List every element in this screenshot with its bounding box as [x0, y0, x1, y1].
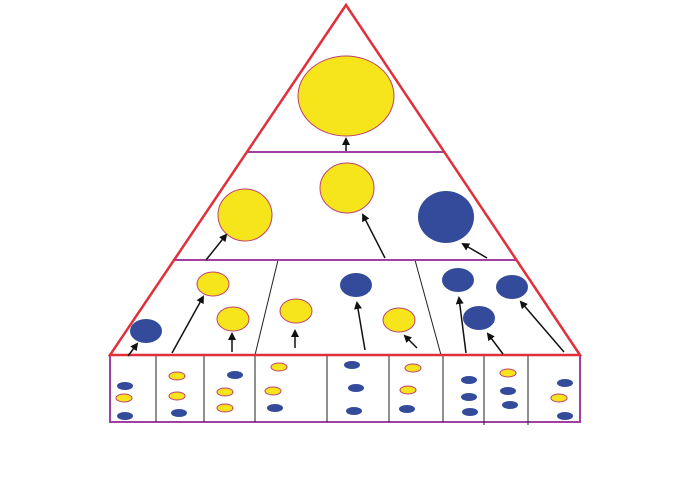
node-yellow — [264, 386, 282, 396]
node-blue — [557, 379, 573, 387]
node-blue — [346, 407, 362, 415]
node-blue — [418, 191, 474, 243]
node-blue — [117, 382, 133, 390]
base-column-dividers — [155, 355, 529, 425]
node-yellow — [216, 403, 234, 413]
arrow — [403, 334, 418, 349]
node-yellow — [168, 371, 186, 381]
arrow — [362, 213, 386, 259]
node-yellow — [404, 363, 422, 373]
node-blue — [399, 405, 415, 413]
base-nodes — [115, 361, 573, 420]
node-blue — [442, 268, 474, 292]
node-blue — [461, 376, 477, 384]
node-blue — [502, 401, 518, 409]
arrow — [519, 300, 565, 353]
arrow — [455, 296, 467, 354]
top-level-nodes — [297, 55, 395, 137]
node-yellow — [499, 368, 517, 378]
node-blue — [557, 412, 573, 420]
node-yellow — [319, 162, 375, 214]
arrow — [354, 301, 366, 351]
node-yellow — [216, 306, 250, 332]
node-yellow — [297, 55, 395, 137]
level-2-nodes — [217, 162, 474, 243]
node-yellow — [279, 298, 313, 324]
node-blue — [130, 319, 162, 343]
node-blue — [227, 371, 243, 379]
node-blue — [500, 387, 516, 395]
node-yellow — [217, 188, 273, 242]
level-3-dividers — [254, 259, 442, 356]
node-blue — [462, 408, 478, 416]
arrow — [127, 342, 139, 357]
node-blue — [171, 409, 187, 417]
arrow — [171, 295, 204, 354]
node-blue — [340, 273, 372, 297]
arrows — [127, 137, 565, 357]
arrow — [461, 242, 488, 259]
node-yellow — [196, 271, 230, 297]
node-blue — [348, 384, 364, 392]
arrow — [205, 233, 228, 261]
node-blue — [463, 306, 495, 330]
node-blue — [267, 404, 283, 412]
node-blue — [344, 361, 360, 369]
node-blue — [117, 412, 133, 420]
pyramid-outline — [107, 2, 583, 357]
level-3-nodes — [130, 268, 528, 343]
node-yellow — [399, 385, 417, 395]
node-blue — [461, 393, 477, 401]
node-yellow — [115, 393, 133, 403]
node-yellow — [550, 393, 568, 403]
node-yellow — [216, 387, 234, 397]
node-yellow — [168, 391, 186, 401]
node-yellow — [382, 307, 416, 333]
node-yellow — [270, 362, 288, 372]
arrow — [486, 332, 504, 355]
node-blue — [496, 275, 528, 299]
